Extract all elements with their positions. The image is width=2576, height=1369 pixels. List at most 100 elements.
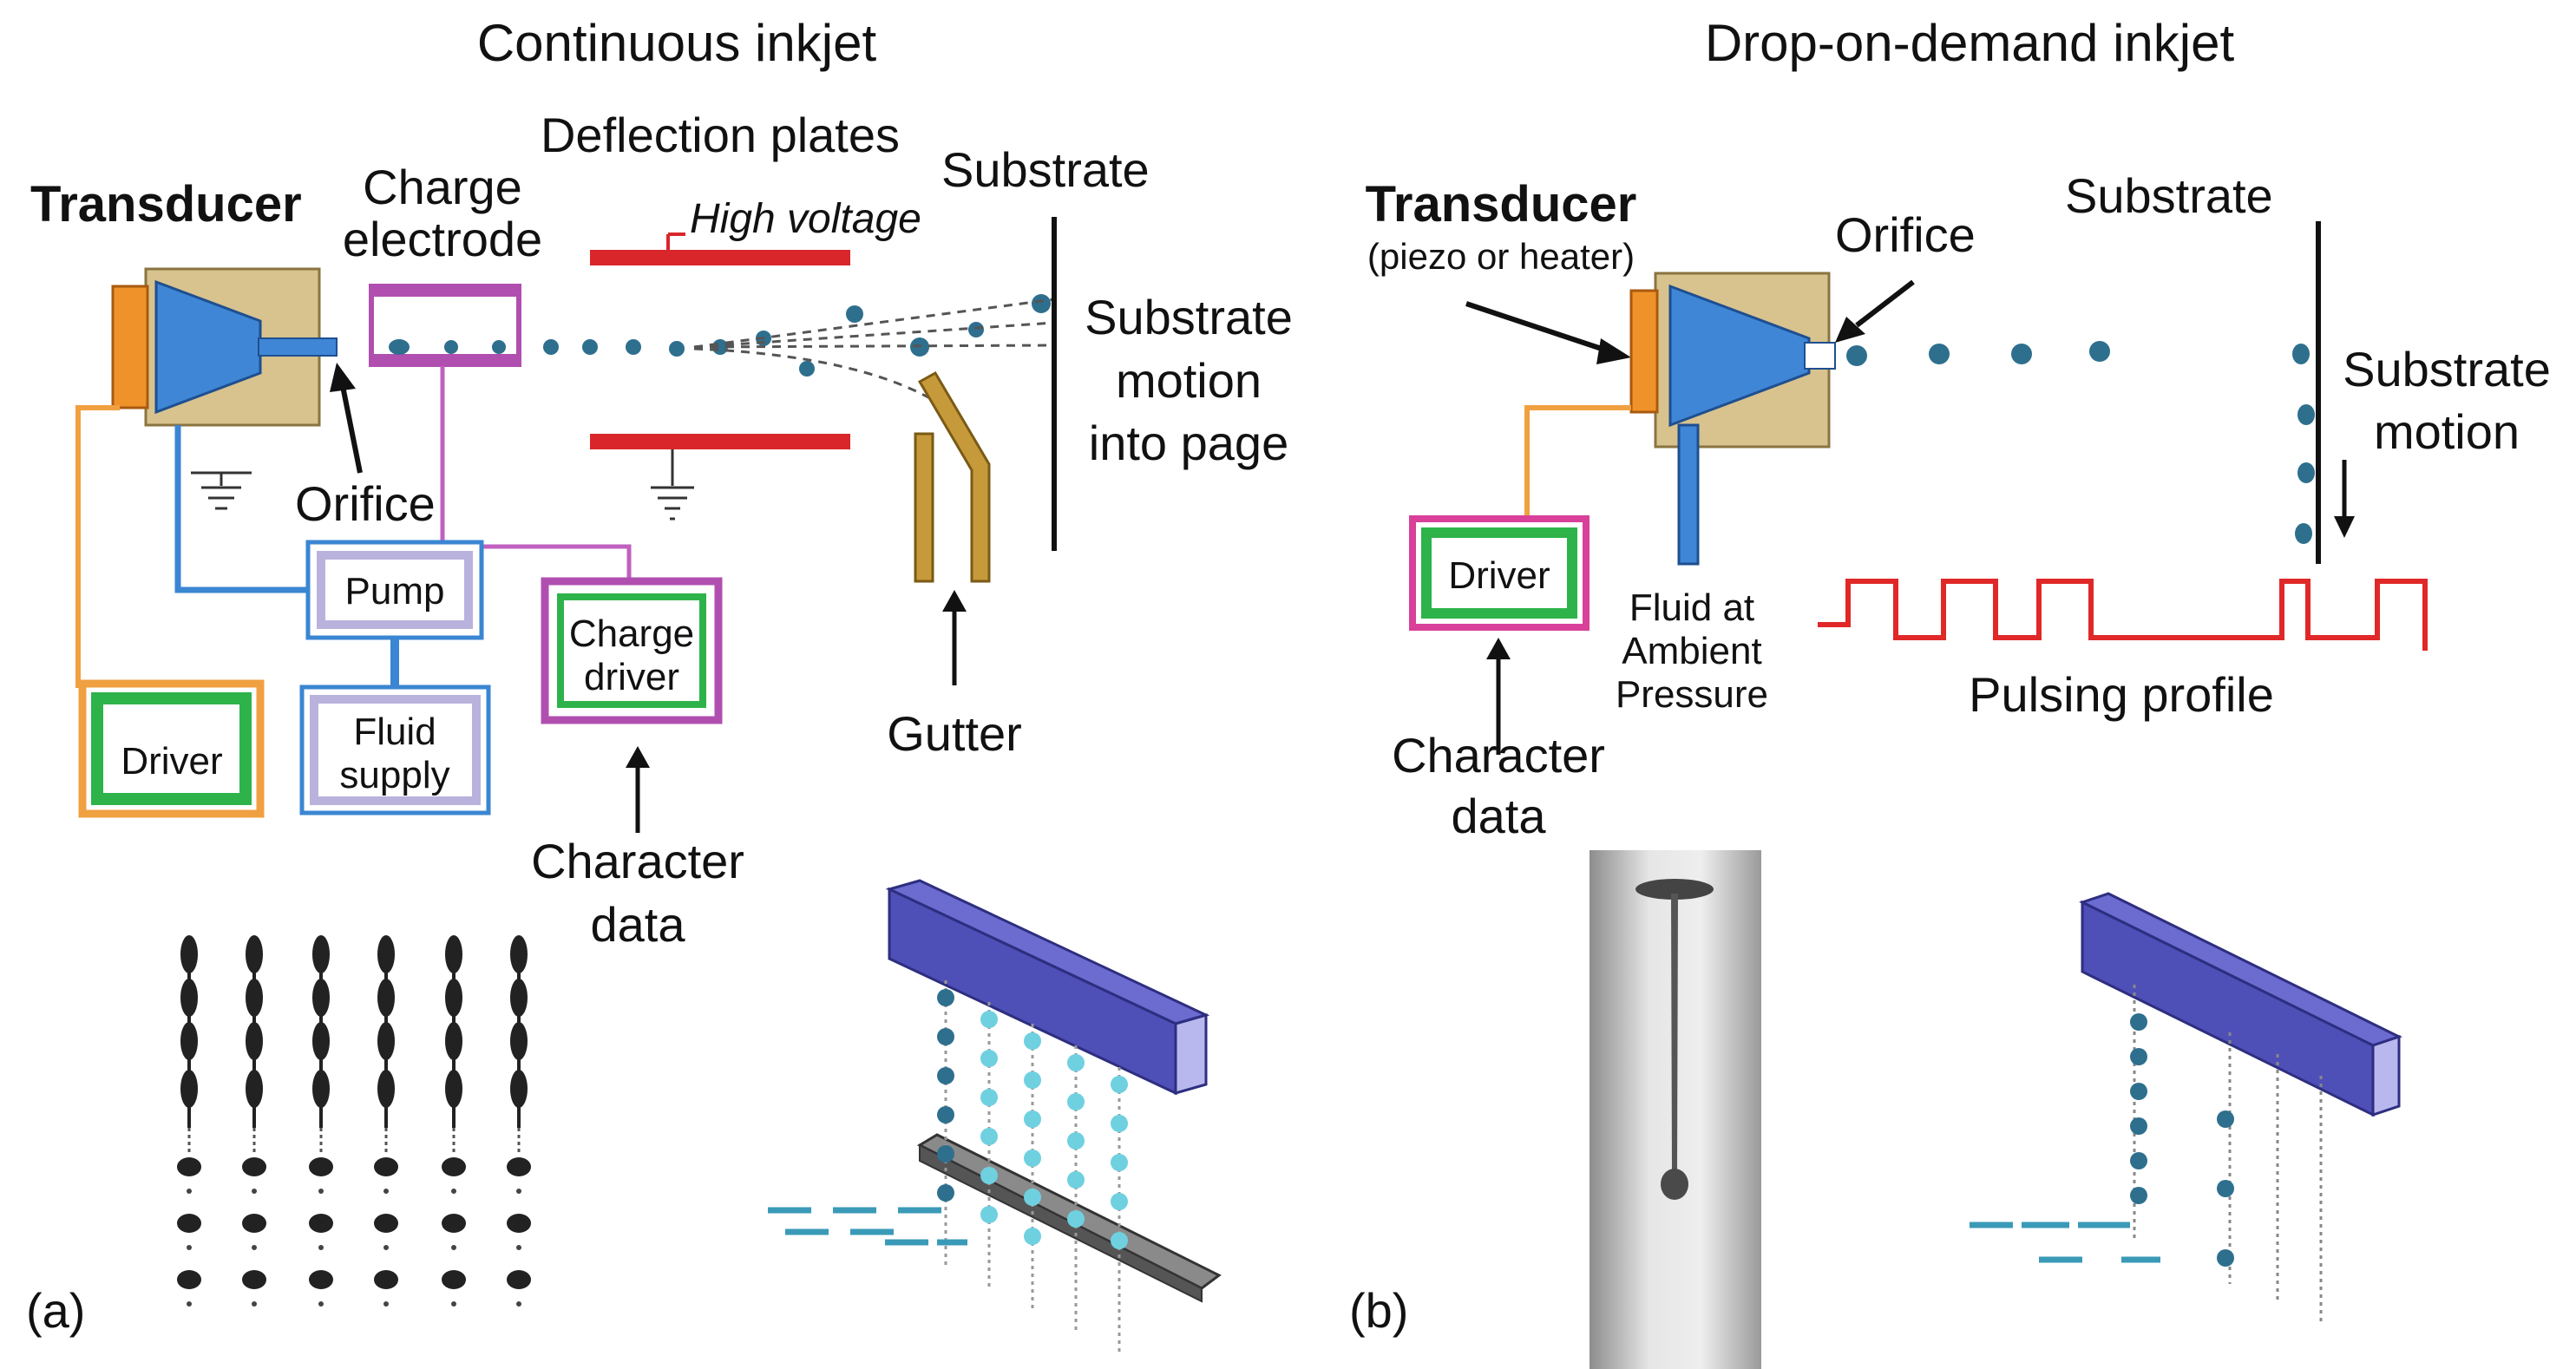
cij-drop (980, 1128, 998, 1145)
cij-drop (1067, 1054, 1085, 1071)
pulsing-profile-waveform (1818, 579, 2428, 651)
cij-drop (1111, 1193, 1128, 1210)
dod-piezo-element (1629, 289, 1659, 414)
dod-driver-inner (1421, 527, 1577, 619)
panel-a: Continuous inkjet Transducer Charge elec… (26, 14, 1293, 1353)
charge-driver-label-line2: driver (584, 656, 679, 698)
cij-drop (980, 1167, 998, 1184)
deflection-plate-bottom (590, 434, 850, 449)
fluid-supply-label-line2: supply (339, 754, 449, 796)
panel-b-tag: (b) (1349, 1283, 1408, 1338)
cij-drop (1111, 1154, 1128, 1171)
transducer-label: Transducer (30, 176, 302, 233)
substrate-motion-line3: into page (1089, 416, 1288, 470)
dod-substrate-drops (2292, 344, 2315, 544)
charge-electrode-top (371, 285, 519, 297)
substrate-motion-line1: Substrate (1085, 290, 1293, 344)
cij-gutter-bar (916, 1133, 1222, 1290)
gutter-label: Gutter (887, 706, 1022, 761)
orifice-arrow (340, 385, 363, 474)
jet-strand (507, 935, 531, 1307)
dod-fluid-feed (1677, 423, 1700, 566)
photo-nozzle (1635, 879, 1714, 900)
dod-driver-label: Driver (1448, 554, 1550, 597)
dod-fluid-label-line1: Fluid at (1629, 586, 1754, 629)
ground-icon (201, 473, 241, 510)
dod-substrate-motion-arrowhead (2334, 516, 2355, 538)
deflection-plate-top (590, 250, 850, 265)
cij-drop (1024, 1110, 1041, 1128)
pulsing-profile-label: Pulsing profile (1969, 667, 2274, 722)
panel-b: Drop-on-demand inkjet Transducer (piezo … (1349, 14, 2551, 1369)
charge-driver-wire (440, 366, 632, 581)
panel-a-title: Continuous inkjet (477, 14, 877, 72)
dod-transducer-arrowhead (1596, 338, 1631, 364)
ground-icon (651, 486, 694, 521)
cij-gutter-bar-side (919, 1143, 1203, 1303)
charge-electrode-label-line2: electrode (343, 212, 542, 266)
drop-trajectories (693, 298, 1055, 409)
panel-a-tag: (a) (26, 1283, 85, 1338)
dod-printhead-illustration (1970, 892, 2402, 1323)
fluid-chamber (154, 279, 262, 415)
dod-substrate-label: Substrate (2065, 168, 2273, 223)
pump-inner (317, 551, 473, 629)
character-data-label-line1: Character (531, 834, 744, 888)
charge-driver-label-line1: Charge (569, 612, 694, 655)
dod-fluid-chamber (1668, 284, 1811, 428)
pump-fluid-line (174, 425, 308, 593)
cij-drop (1111, 1115, 1128, 1132)
nozzle-tip (258, 337, 338, 357)
dod-printed-dashes (1970, 1222, 2160, 1263)
dod-fluid-label-line3: Pressure (1616, 673, 1768, 716)
cij-drop (937, 1067, 954, 1084)
fluid-supply-inner (310, 695, 481, 805)
jet-breakup-sequence (177, 935, 531, 1307)
dod-fluid-label-line2: Ambient (1622, 630, 1761, 672)
cij-drop (1024, 1189, 1041, 1206)
driver-label: Driver (121, 740, 222, 783)
cij-drop (980, 1050, 998, 1067)
gutter-shape (917, 370, 991, 583)
cij-drop (937, 1145, 954, 1163)
substrate-label: Substrate (941, 142, 1150, 197)
cij-drop (937, 1184, 954, 1202)
gutter-inner-wall (914, 432, 934, 583)
dod-character-data-line1: Character (1392, 728, 1605, 783)
cij-drop (980, 1089, 998, 1106)
fluid-supply-label-line1: Fluid (353, 711, 436, 753)
cij-drop (1111, 1076, 1128, 1093)
cij-drop (980, 1206, 998, 1223)
printhead-end (1174, 1013, 1208, 1095)
cij-drop (1024, 1032, 1041, 1050)
pump-label: Pump (345, 570, 445, 612)
orifice-label: Orifice (295, 476, 436, 531)
dod-printhead-end (2371, 1034, 2401, 1117)
cij-printhead-illustration (768, 879, 1222, 1353)
charge-driver-inner (557, 593, 706, 708)
jet-strand (374, 935, 398, 1307)
cij-drop (937, 1028, 954, 1045)
panel-b-title: Drop-on-demand inkjet (1705, 14, 2235, 72)
deflection-plates-label: Deflection plates (541, 108, 900, 162)
cij-drop (1024, 1150, 1041, 1167)
dod-orifice-gap (1804, 342, 1836, 370)
photo-drop (1661, 1169, 1688, 1200)
cij-drop (1111, 1232, 1128, 1249)
dod-character-data-arrowhead (1486, 638, 1511, 659)
dod-drop-column (2130, 1013, 2234, 1267)
driver-inner (91, 692, 252, 805)
charge-electrode-label-line1: Charge (363, 160, 522, 214)
dod-orifice-label: Orifice (1835, 207, 1976, 262)
charge-electrode-bottom (371, 354, 519, 366)
jet-strand (177, 935, 201, 1307)
jet-strand (309, 935, 333, 1307)
orifice-arrowhead (330, 363, 356, 392)
piezo-element (111, 285, 149, 409)
cij-drop (1067, 1093, 1085, 1110)
gutter-arrowhead (942, 590, 967, 612)
character-data-label-line2: data (591, 897, 686, 952)
dod-transducer-arrow (1465, 301, 1610, 354)
